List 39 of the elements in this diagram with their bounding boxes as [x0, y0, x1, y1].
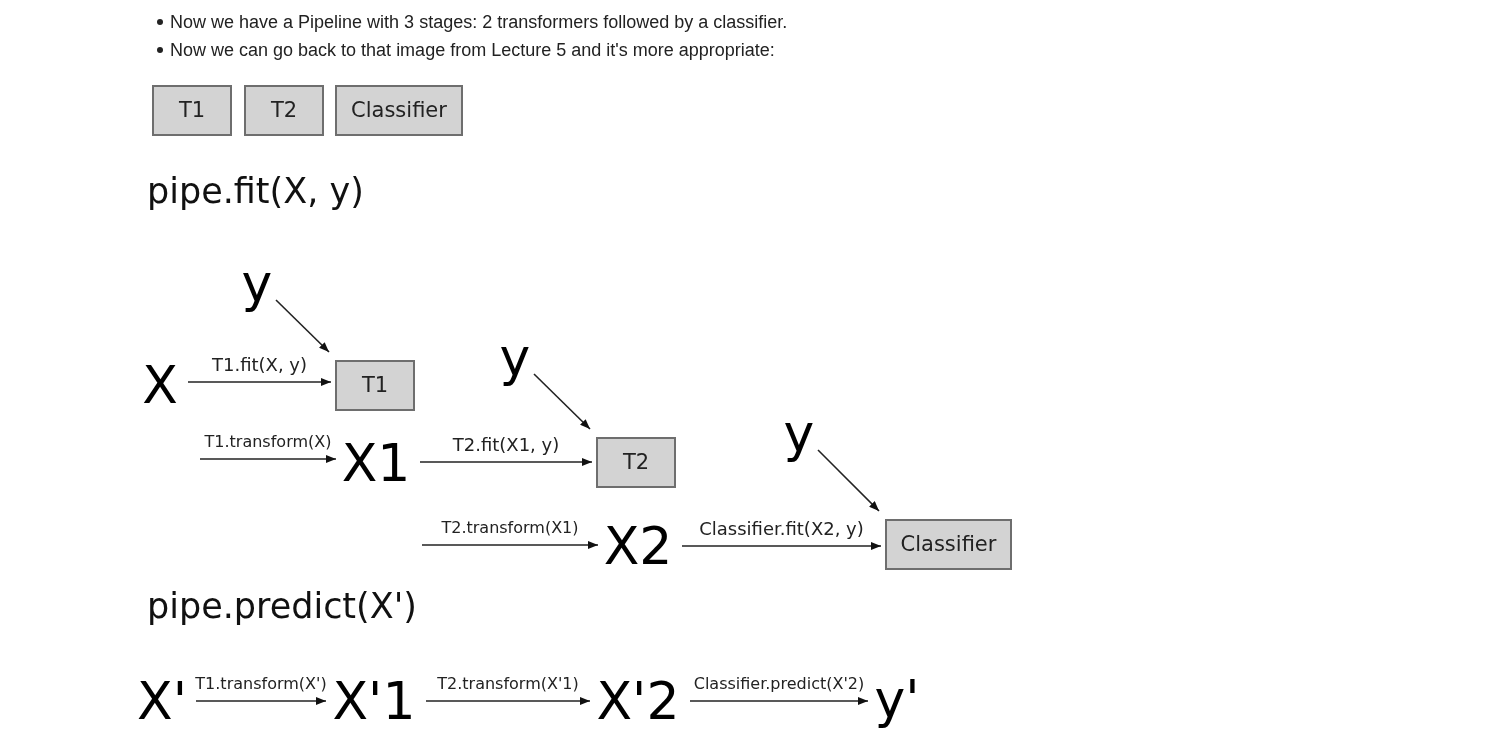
variable-symbol: X	[140, 356, 180, 414]
edge-label: Classifier.fit(X2, y)	[698, 519, 865, 539]
arrow	[187, 378, 332, 386]
variable-symbol: X'	[136, 670, 188, 732]
arrow	[817, 449, 880, 512]
stage-box: Classifier	[885, 519, 1012, 570]
variable-symbol: y'	[872, 668, 922, 730]
edge-label: T2.fit(X1, y)	[451, 435, 561, 455]
variable-symbol: X'1	[330, 670, 418, 732]
arrow	[533, 373, 591, 430]
variable-symbol: y	[782, 404, 816, 462]
stage-box: T2	[596, 437, 676, 488]
variable-symbol: X'2	[594, 670, 682, 732]
arrow	[195, 697, 327, 705]
bullet-text: Now we have a Pipeline with 3 stages: 2 transformers followed by a classifier.	[170, 11, 788, 34]
section-heading: pipe.fit(X, y)	[147, 170, 364, 213]
arrow	[275, 299, 330, 353]
arrow	[681, 542, 882, 550]
section-heading: pipe.predict(X')	[147, 585, 417, 628]
variable-symbol: X1	[340, 432, 412, 494]
arrow	[419, 458, 593, 466]
edge-label: T1.transform(X)	[203, 432, 333, 452]
arrow	[421, 541, 599, 549]
arrow	[689, 697, 869, 705]
variable-symbol: y	[240, 254, 274, 312]
stage-box: T1	[152, 85, 232, 136]
variable-symbol: X2	[602, 515, 674, 577]
stage-box: T2	[244, 85, 324, 136]
edge-label: T1.fit(X, y)	[210, 355, 308, 375]
bullet-text: Now we can go back to that image from Lecture 5 and it's more appropriate:	[170, 39, 775, 62]
edge-label: T2.transform(X1)	[440, 518, 580, 538]
variable-symbol: y	[498, 328, 532, 386]
edge-label: Classifier.predict(X'2)	[692, 674, 866, 694]
arrow	[425, 697, 591, 705]
edge-label: T2.transform(X'1)	[436, 674, 580, 694]
stage-box: T1	[335, 360, 415, 411]
edge-label: T1.transform(X')	[194, 674, 328, 694]
arrow	[199, 455, 337, 463]
stage-box: Classifier	[335, 85, 463, 136]
